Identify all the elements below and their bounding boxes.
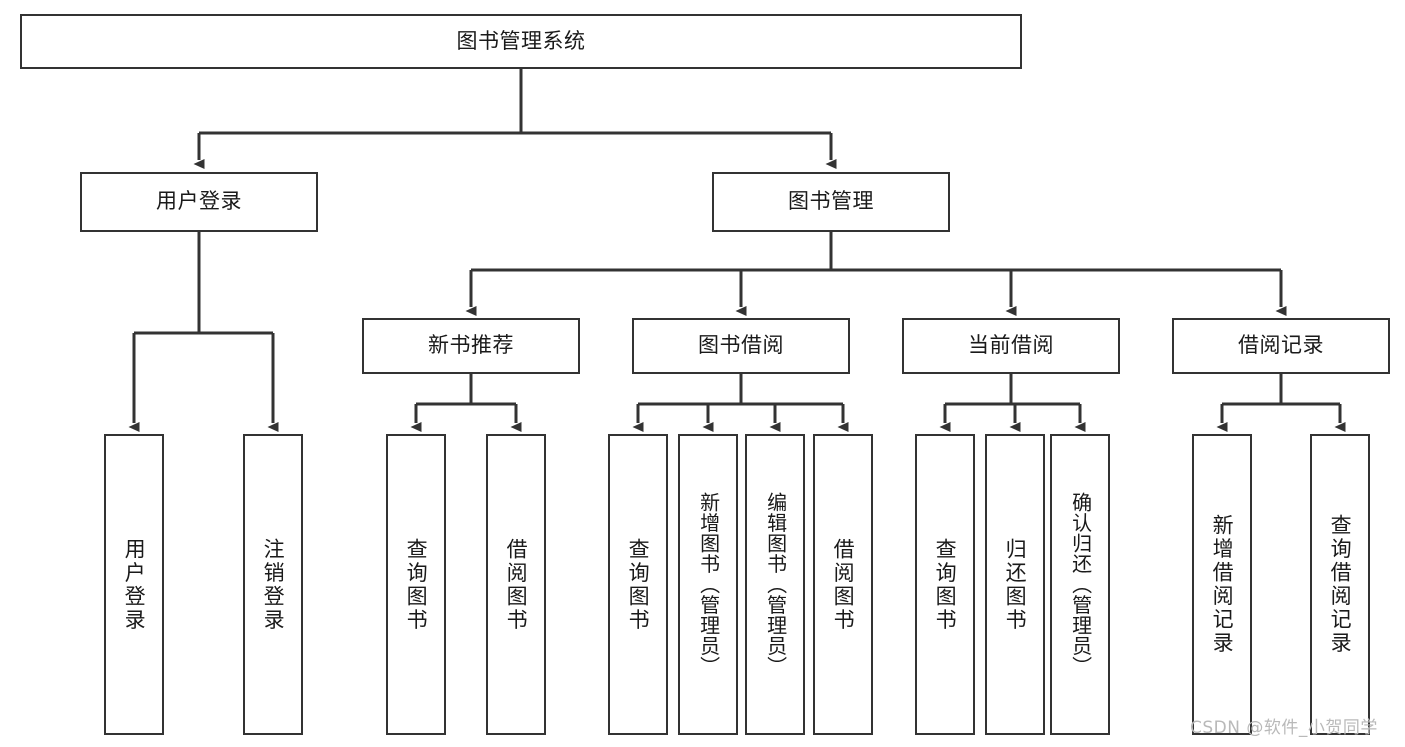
node-current-borrow[interactable]: 当前借阅 [902, 318, 1120, 374]
node-leaf-query-borrow-record[interactable]: 查询借阅记录 [1310, 434, 1370, 735]
node-new-book-recommend[interactable]: 新书推荐 [362, 318, 580, 374]
node-leaf-add-book-admin-label: 新增图书（管理员） [696, 492, 721, 677]
node-leaf-query-book-rec[interactable]: 查询图书 [386, 434, 446, 735]
node-leaf-user-login-label: 用户登录 [122, 537, 147, 632]
node-borrow-record-label: 借阅记录 [1238, 333, 1324, 358]
node-leaf-query-book-current-label: 查询图书 [933, 537, 958, 632]
node-leaf-user-logout[interactable]: 注销登录 [243, 434, 303, 735]
node-root-label: 图书管理系统 [456, 28, 586, 53]
node-book-borrow-label: 图书借阅 [698, 333, 784, 358]
node-new-book-recommend-label: 新书推荐 [428, 333, 514, 358]
node-leaf-edit-book-admin[interactable]: 编辑图书（管理员） [745, 434, 805, 735]
node-leaf-borrow-book-rec-label: 借阅图书 [504, 537, 529, 632]
node-current-borrow-label: 当前借阅 [968, 333, 1054, 358]
watermark: CSDN @软件_小贺同学 [1190, 718, 1378, 738]
node-borrow-record[interactable]: 借阅记录 [1172, 318, 1390, 374]
node-root[interactable]: 图书管理系统 [20, 14, 1022, 69]
node-user-login-label: 用户登录 [156, 189, 242, 214]
node-leaf-query-book-rec-label: 查询图书 [404, 537, 429, 632]
node-leaf-edit-book-admin-label: 编辑图书（管理员） [763, 492, 788, 677]
node-leaf-query-book-borrow[interactable]: 查询图书 [608, 434, 668, 735]
node-book-management[interactable]: 图书管理 [712, 172, 950, 232]
node-leaf-borrow-book-rec[interactable]: 借阅图书 [486, 434, 546, 735]
node-leaf-borrow-book[interactable]: 借阅图书 [813, 434, 873, 735]
node-book-management-label: 图书管理 [788, 189, 874, 214]
node-leaf-query-book-current[interactable]: 查询图书 [915, 434, 975, 735]
node-leaf-confirm-return-admin-label: 确认归还（管理员） [1068, 492, 1093, 677]
node-leaf-add-borrow-record[interactable]: 新增借阅记录 [1192, 434, 1252, 735]
node-leaf-query-borrow-record-label: 查询借阅记录 [1328, 514, 1353, 655]
node-leaf-user-login[interactable]: 用户登录 [104, 434, 164, 735]
node-leaf-return-book-label: 归还图书 [1003, 537, 1028, 632]
node-leaf-add-book-admin[interactable]: 新增图书（管理员） [678, 434, 738, 735]
node-book-borrow[interactable]: 图书借阅 [632, 318, 850, 374]
node-leaf-user-logout-label: 注销登录 [261, 537, 286, 632]
node-leaf-query-book-borrow-label: 查询图书 [626, 537, 651, 632]
node-leaf-add-borrow-record-label: 新增借阅记录 [1210, 514, 1235, 655]
node-leaf-borrow-book-label: 借阅图书 [831, 537, 856, 632]
node-user-login[interactable]: 用户登录 [80, 172, 318, 232]
node-leaf-return-book[interactable]: 归还图书 [985, 434, 1045, 735]
node-leaf-confirm-return-admin[interactable]: 确认归还（管理员） [1050, 434, 1110, 735]
